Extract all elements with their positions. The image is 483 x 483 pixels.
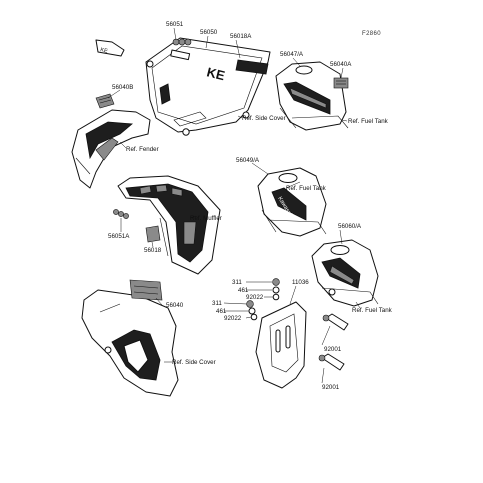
fuel-tank-top-part [275,61,349,131]
side-cover-top-part: KE [145,37,271,136]
bolt-92001-upper [322,313,349,331]
part-labels: 56051 56050 56018A 56047/A 56040A 56040B… [108,21,393,391]
label-ref-fuel-tank-lower: Ref. Fuel Tank [352,307,393,314]
label-56018a: 56018A [230,33,252,40]
label-56040b: 56040B [112,84,133,91]
fender-part [71,109,151,189]
fuel-tank-lower-part [311,239,379,307]
fuel-tank-middle-part: Kawasaki [257,167,327,237]
label-311-upper: 311 [232,279,242,286]
hardware-set-lower [246,300,258,321]
side-cover-bottom-part [81,279,179,397]
label-56047a: 56047/A [280,51,304,58]
bolt-92001-lower [318,353,345,371]
label-56050: 56050 [200,29,218,36]
label-56051a: 56051A [108,233,130,240]
label-461-lower: 461 [216,308,227,315]
label-56040: 56040 [166,302,184,309]
emblem-tag-text: KE [100,47,109,55]
label-ref-fender: Ref. Fender [126,146,159,153]
label-92022-lower: 92022 [224,315,242,322]
label-ref-fuel-tank-top: Ref. Fuel Tank [348,118,389,125]
side-cover-decal-text: KE [205,64,226,83]
label-92001-lower: 92001 [322,384,340,391]
label-56018: 56018 [144,247,162,254]
bracket-11036-part [255,301,307,389]
label-92001-upper: 92001 [324,346,342,353]
label-461-upper: 461 [238,287,249,294]
decal-56040b-part [95,93,115,109]
label-56040a: 56040A [330,61,352,68]
label-56060a: 56060/A [338,223,362,230]
leader-lines [107,27,361,384]
label-ref-side-cover-top: Ref. Side Cover [242,115,286,122]
figure-code: F2860 [362,31,381,37]
label-311-lower: 311 [212,300,222,307]
label-56051: 56051 [166,21,184,28]
label-ref-muffler: Ref. Muffler [190,215,222,222]
decal-56040a-part [333,77,349,89]
small-hardware-top [170,38,192,61]
emblem-56051a-part [113,209,129,219]
emblem-tag-part: KE [95,39,125,57]
label-56049a: 56049/A [236,157,260,164]
washer-right [328,288,336,296]
label-ref-fuel-tank-middle: Ref. Fuel Tank [286,185,327,192]
hardware-set-upper [272,278,280,301]
decal-56018-part [145,225,161,243]
label-11036: 11036 [292,279,309,286]
muffler-part [117,175,221,275]
label-ref-side-cover-bottom: Ref. Side Cover [172,359,216,366]
label-92022-upper: 92022 [246,294,264,301]
